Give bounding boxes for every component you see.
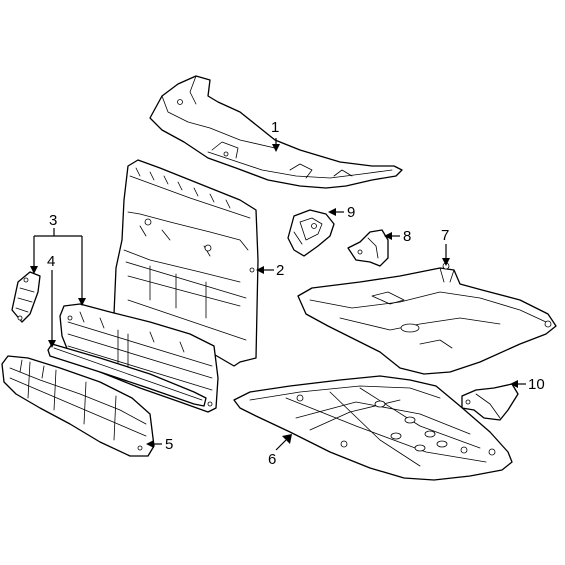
part-10-bracket — [461, 383, 519, 421]
arrow-3b — [78, 298, 86, 306]
part-5-lower-deflector — [1, 355, 155, 457]
callout-10: 10 — [528, 376, 545, 393]
callout-9: 9 — [347, 204, 355, 221]
arrow-10 — [510, 380, 518, 388]
arrow-8 — [384, 232, 392, 240]
part-6-underbody-shield — [233, 375, 513, 481]
arrow-1 — [272, 144, 280, 152]
callout-6: 6 — [268, 451, 276, 468]
callout-5: 5 — [165, 436, 173, 453]
part-4-seal-strip — [47, 343, 207, 407]
leader-3 — [33, 228, 83, 300]
callout-labels: 1 2 3 4 5 6 7 8 9 10 — [47, 119, 545, 468]
callout-8: 8 — [403, 228, 411, 245]
part-1-upper-cover — [149, 75, 403, 189]
leader-lines — [30, 138, 526, 451]
part-9-bracket — [287, 209, 335, 257]
arrow-3a — [30, 266, 38, 274]
part-8-bracket — [347, 229, 389, 267]
part-2-radiator-support — [113, 159, 259, 367]
part-7-splash-shield — [297, 262, 557, 375]
callout-4: 4 — [47, 253, 55, 270]
callout-7: 7 — [441, 227, 449, 244]
arrow-9 — [328, 208, 336, 216]
part-3-air-guide-bracket — [11, 271, 41, 323]
arrow-7 — [442, 258, 450, 266]
callout-1: 1 — [271, 119, 279, 136]
arrow-6 — [282, 434, 292, 444]
callout-3: 3 — [49, 212, 57, 229]
leader-6 — [275, 439, 287, 451]
arrow-4 — [48, 340, 56, 348]
callout-2: 2 — [276, 262, 284, 279]
arrow-2 — [256, 266, 264, 274]
arrow-5 — [146, 440, 154, 448]
